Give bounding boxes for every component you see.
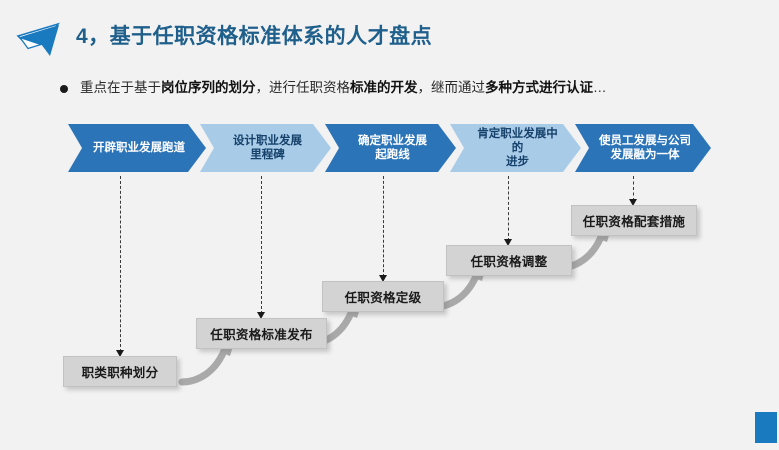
step-box-4[interactable]: 任职资格调整: [446, 245, 572, 276]
bullet-seg-5: 多种方式进行认证: [485, 80, 593, 95]
footer-accent-bar: [755, 412, 777, 443]
chevron-step-3-line1: 确定职业发展: [358, 135, 427, 147]
chevron-step-3-line2: 起跑线: [375, 149, 410, 161]
chevron-step-1[interactable]: 开辟职业发展跑道: [68, 124, 206, 172]
page-title: 4，基于任职资格标准体系的人才盘点: [76, 25, 433, 48]
dashed-arrowhead-4: [503, 239, 512, 246]
dashed-connector-4: [508, 176, 509, 241]
dashed-connector-3: [383, 176, 384, 277]
chevron-step-5-label: 使员工发展与公司 发展融为一体: [599, 134, 691, 162]
chevron-band: 开辟职业发展跑道 设计职业发展 里程碑 确定职业发展 起跑线 肯定职业发展中的 …: [0, 124, 779, 174]
chevron-step-4-line1: 肯定职业发展中的: [477, 128, 558, 154]
bullet-text: 重点在于基于岗位序列的划分，进行任职资格标准的开发，继而通过多种方式进行认证…: [80, 78, 607, 98]
chevron-step-2-line1: 设计职业发展: [233, 135, 302, 147]
bullet-dot-icon: [60, 85, 68, 93]
dashed-connector-1: [120, 176, 121, 352]
bullet-seg-1: 岗位序列的划分: [161, 80, 256, 95]
chevron-step-4-line2: 进步: [506, 156, 529, 168]
dashed-arrowhead-1: [115, 350, 124, 357]
chevron-step-1-label: 开辟职业发展跑道: [93, 142, 185, 154]
dashed-connector-5: [633, 176, 634, 201]
step-box-2[interactable]: 任职资格标准发布: [196, 318, 327, 349]
chevron-step-4-label: 肯定职业发展中的 进步: [472, 127, 563, 169]
chevron-step-2[interactable]: 设计职业发展 里程碑: [200, 124, 331, 172]
chevron-step-2-line2: 里程碑: [250, 149, 285, 161]
bullet-row: 重点在于基于岗位序列的划分，进行任职资格标准的开发，继而通过多种方式进行认证…: [60, 78, 607, 98]
bullet-seg-4: ，继而通过: [417, 80, 486, 95]
chevron-step-3[interactable]: 确定职业发展 起跑线: [325, 124, 456, 172]
chevron-step-5-line2: 发展融为一体: [610, 149, 680, 161]
chevron-step-2-label: 设计职业发展 里程碑: [233, 134, 302, 162]
dashed-arrowhead-3: [378, 275, 387, 282]
dashed-arrowhead-2: [256, 312, 265, 319]
arrow-triangle-logo-icon: [14, 18, 68, 60]
step-box-3[interactable]: 任职资格定级: [322, 281, 444, 312]
dashed-arrowhead-5: [628, 199, 637, 206]
bullet-seg-6: …: [593, 80, 607, 95]
chevron-step-5-line1: 使员工发展与公司: [599, 135, 691, 147]
chevron-step-3-label: 确定职业发展 起跑线: [358, 134, 427, 162]
bullet-seg-2: ，进行任职资格: [255, 80, 351, 95]
step-box-1[interactable]: 职类职种划分: [63, 356, 177, 387]
chevron-step-5[interactable]: 使员工发展与公司 发展融为一体: [575, 124, 711, 172]
chevron-step-4[interactable]: 肯定职业发展中的 进步: [450, 124, 581, 172]
bullet-seg-3: 标准的开发: [350, 80, 418, 95]
step-box-5[interactable]: 任职资格配套措施: [571, 205, 697, 236]
dashed-connector-2: [261, 176, 262, 314]
bullet-seg-0: 重点在于基于: [80, 80, 161, 95]
